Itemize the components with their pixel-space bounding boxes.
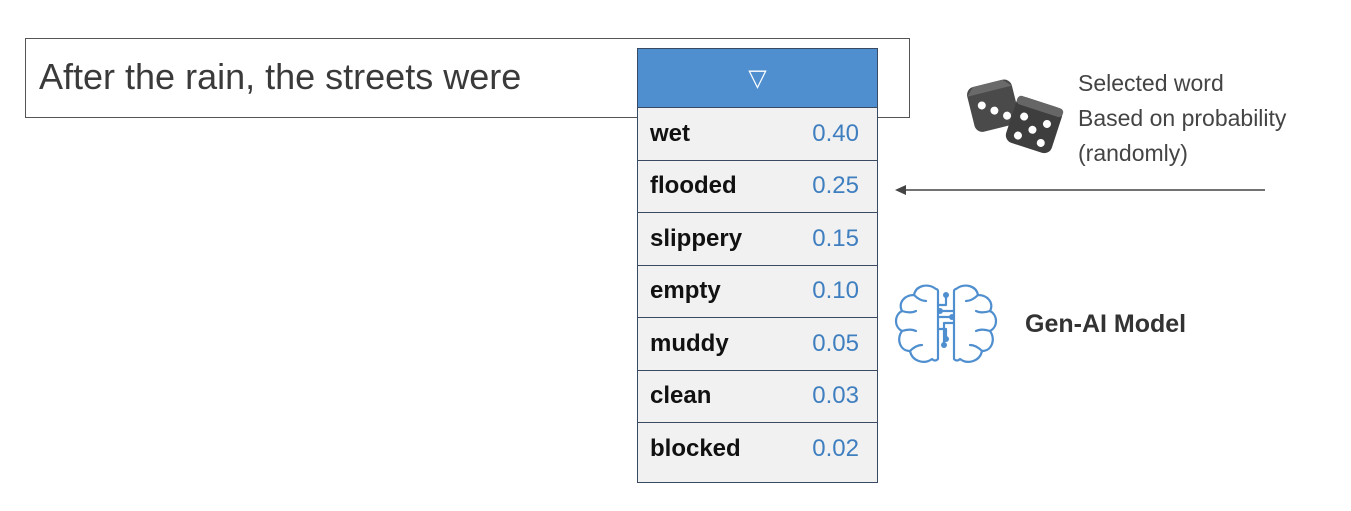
dropdown-option-wet[interactable]: wet 0.40 (638, 108, 877, 161)
model-label: Gen-AI Model (1025, 310, 1187, 338)
dropdown-option-clean[interactable]: clean 0.03 (638, 370, 877, 423)
option-word: clean (650, 382, 712, 410)
dropdown-option-blocked[interactable]: blocked 0.02 (638, 423, 877, 476)
selection-note-line: Selected word (1078, 70, 1224, 96)
dropdown-toggle-button[interactable]: ▽ (638, 49, 877, 108)
selection-note: Selected word Based on probability (rand… (1078, 66, 1286, 171)
option-probability: 0.10 (812, 277, 859, 305)
option-word: flooded (650, 172, 737, 200)
dropdown-option-flooded[interactable]: flooded 0.25 (638, 160, 877, 213)
option-probability: 0.40 (812, 119, 859, 147)
prompt-text: After the rain, the streets were (39, 56, 522, 97)
selection-note-line: Based on probability (1078, 105, 1287, 131)
selection-note-line: (randomly) (1078, 140, 1188, 166)
brain-circuit-icon (894, 284, 998, 363)
option-word: blocked (650, 435, 741, 463)
option-word: wet (650, 119, 691, 147)
dropdown-option-muddy[interactable]: muddy 0.05 (638, 318, 877, 371)
option-word: empty (650, 277, 721, 305)
next-word-dropdown[interactable]: ▽ wet 0.40 flooded 0.25 slippery 0.15 em… (637, 48, 878, 483)
dropdown-option-empty[interactable]: empty 0.10 (638, 265, 877, 318)
option-probability: 0.05 (812, 329, 859, 357)
option-probability: 0.02 (812, 435, 859, 463)
triangle-down-icon: ▽ (748, 64, 767, 92)
option-probability: 0.03 (812, 382, 859, 410)
dropdown-option-slippery[interactable]: slippery 0.15 (638, 213, 877, 266)
option-word: muddy (650, 329, 729, 357)
option-word: slippery (650, 224, 743, 252)
dice-icon (967, 79, 1064, 154)
selection-arrow (895, 185, 1265, 195)
option-probability: 0.15 (812, 224, 859, 252)
option-probability: 0.25 (812, 172, 859, 200)
